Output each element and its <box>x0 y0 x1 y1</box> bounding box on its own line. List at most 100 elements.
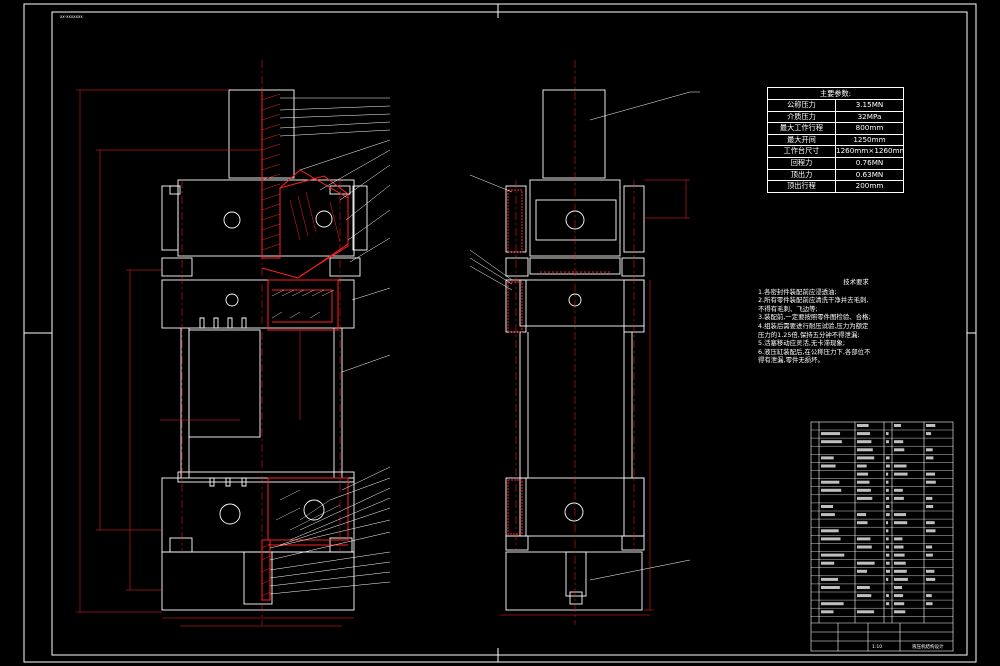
parts-list-glyph <box>926 602 933 606</box>
parts-list-glyph <box>926 432 932 436</box>
parts-list-glyph <box>821 561 835 565</box>
parts-list-glyph <box>886 545 889 549</box>
parts-list-glyph <box>857 521 868 525</box>
parts-list-glyph <box>926 545 933 549</box>
parts-list-glyph <box>886 529 889 533</box>
left-centerlines <box>181 60 341 625</box>
parts-list-glyph <box>926 521 935 525</box>
parts-list-glyph <box>894 610 906 614</box>
parts-list-glyph <box>886 464 890 468</box>
left-section-view <box>161 89 368 611</box>
parts-list-glyph <box>894 594 904 598</box>
parts-list-glyph <box>821 456 834 460</box>
parts-list-glyph <box>894 521 908 525</box>
note-line: 2.所有零件装配前应清洗干净并去毛刺, <box>758 296 869 305</box>
parts-list-glyph <box>821 464 836 468</box>
technical-requirements: 技术要求 1.各密封件装配前应浸透油; 2.所有零件装配前应清洗干净并去毛刺, … <box>758 278 954 365</box>
notes-title: 技术要求 <box>843 278 869 286</box>
parts-list-glyph <box>821 488 842 492</box>
parts-list-glyph <box>857 448 873 452</box>
parts-list-glyph <box>894 424 901 427</box>
parts-list-glyph <box>857 496 873 500</box>
parts-list-glyph <box>857 569 868 573</box>
parts-list-glyph <box>894 602 905 606</box>
parts-list-glyph <box>886 602 890 606</box>
parts-list-glyph <box>821 480 840 484</box>
parts-list-glyph <box>821 577 838 581</box>
parts-list-glyph <box>857 464 867 468</box>
parts-list-glyph <box>857 513 867 517</box>
parts-list-rows <box>811 429 953 617</box>
parts-list-glyph <box>926 472 935 476</box>
parts-list-glyph <box>894 448 905 452</box>
parts-list-glyph <box>926 456 934 460</box>
parts-list-glyph <box>886 496 890 500</box>
note-line: 得有泄漏,零件无损坏。 <box>758 356 824 365</box>
parts-list-glyph <box>926 496 933 500</box>
parts-list-glyph <box>886 513 890 517</box>
parts-list-glyph <box>926 505 934 508</box>
note-line: 压力的1.25倍,保持五分钟不得泄漏; <box>758 330 860 339</box>
parts-list-glyph <box>886 569 890 573</box>
left-hatch <box>261 93 341 597</box>
parts-list-glyph <box>886 521 889 525</box>
note-line: 3.装配前,一定要按照零件图检验、合格; <box>758 313 871 322</box>
parts-list-glyph <box>857 440 872 444</box>
parts-list-glyph <box>821 432 841 436</box>
parts-list-glyph <box>894 513 907 517</box>
parts-list-glyph <box>886 432 889 436</box>
parts-list-glyphs <box>821 424 936 614</box>
parts-list-glyph <box>894 472 908 476</box>
parts-list-glyph <box>857 545 872 549</box>
parts-list-glyph <box>894 545 904 549</box>
parts-list-glyph <box>886 440 889 444</box>
parts-list-glyph <box>821 537 841 541</box>
parts-list-glyph <box>886 488 889 492</box>
parts-list-glyph <box>821 529 839 533</box>
note-line: 5.活塞移动应灵活,无卡滞现象; <box>758 339 845 348</box>
left-red-section <box>261 90 349 601</box>
parts-list-glyph <box>894 440 904 444</box>
parts-list-glyph <box>857 488 871 492</box>
parts-list-glyph <box>857 594 872 598</box>
note-line: 6.液压缸装配后,在公称压力下,各部位不 <box>758 347 871 356</box>
parts-list-glyph <box>857 586 870 589</box>
parts-list-glyph <box>886 472 889 476</box>
parts-list-glyph <box>894 496 904 500</box>
parts-list-glyph <box>886 594 889 598</box>
parts-list-glyph <box>894 553 905 557</box>
parts-list-glyph <box>821 513 835 517</box>
right-centerlines <box>515 60 635 625</box>
parts-list-glyph <box>894 577 908 581</box>
parts-list-glyph <box>894 561 906 565</box>
right-dimensions <box>500 179 690 616</box>
parts-list-glyph <box>821 505 833 508</box>
parts-list-glyph <box>886 577 889 581</box>
parts-list-glyph <box>821 586 840 589</box>
parts-list-glyph <box>857 472 869 476</box>
parts-list-glyph <box>821 610 834 614</box>
parts-list-glyph <box>886 561 890 565</box>
parts-list-glyph <box>926 594 932 598</box>
parts-list-glyph <box>857 432 870 436</box>
parts-list-glyph <box>886 553 890 557</box>
parts-list-glyph <box>886 480 889 484</box>
parts-list-glyph <box>857 456 875 460</box>
right-leaders <box>469 91 700 581</box>
parts-list-glyph <box>886 505 890 508</box>
parts-list-glyph <box>821 440 842 444</box>
left-leaders <box>269 97 391 595</box>
parts-list-glyph <box>926 480 936 484</box>
drawing-stamp: xx-xxxxxxx <box>60 14 83 19</box>
parts-list-glyph <box>857 480 870 484</box>
parts-list-glyph <box>894 569 907 573</box>
